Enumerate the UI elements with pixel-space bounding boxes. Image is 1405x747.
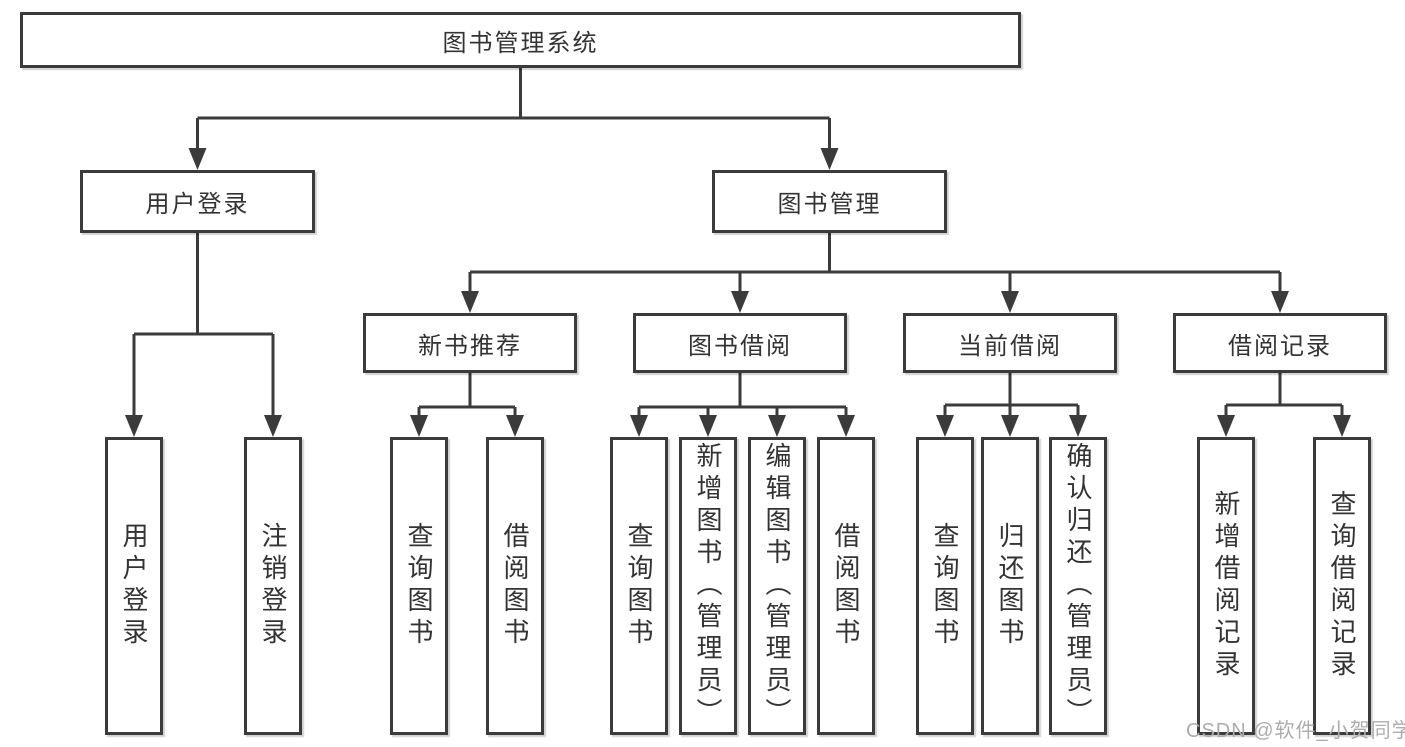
leaf-logout: 注销登录: [244, 437, 302, 735]
csdn-watermark: CSDN @软件_小贺同学: [1186, 720, 1405, 742]
arrowhead-icon: [820, 148, 839, 170]
leaf-nb-borrow-books: 借阅图书: [486, 437, 544, 735]
arrowhead-icon: [630, 415, 648, 437]
node-book-management: 图书管理: [712, 170, 947, 233]
leaf-cb-confirm-return-admin: 确认归还（管理员）: [1049, 437, 1107, 735]
arrowhead-icon: [1271, 291, 1289, 313]
connector-root-to-level2: [196, 68, 831, 150]
arrowhead-icon: [506, 415, 524, 437]
node-root: 图书管理系统: [20, 12, 1021, 68]
connector-current-borrow-to-leaves: [943, 373, 1080, 417]
arrowhead-icon: [837, 415, 855, 437]
arrowhead-icon: [1001, 415, 1019, 437]
leaf-br-query-record: 查询借阅记录: [1313, 437, 1371, 735]
arrowhead-icon: [125, 415, 143, 437]
arrowhead-icon: [936, 415, 954, 437]
arrowhead-icon: [1001, 291, 1019, 313]
node-book-borrowing: 图书借阅: [633, 313, 847, 373]
leaf-bb-add-books-admin: 新增图书（管理员）: [679, 437, 737, 735]
arrowhead-icon: [410, 415, 428, 437]
node-user-login: 用户登录: [80, 170, 315, 233]
node-current-borrowing: 当前借阅: [903, 313, 1117, 373]
connector-borrow-records-to-leaves: [1224, 373, 1344, 417]
connector-user-login-to-leaves: [132, 233, 275, 417]
arrowhead-icon: [188, 148, 207, 170]
leaf-bb-edit-books-admin: 编辑图书（管理员）: [748, 437, 806, 735]
arrowhead-icon: [1069, 415, 1087, 437]
node-borrowing-records: 借阅记录: [1173, 313, 1387, 373]
leaf-cb-query-books: 查询图书: [916, 437, 974, 735]
arrowhead-icon: [1217, 415, 1235, 437]
leaf-br-add-record: 新增借阅记录: [1197, 437, 1255, 735]
arrowhead-icon: [731, 291, 749, 313]
leaf-cb-return-books: 归还图书: [981, 437, 1039, 735]
connector-book-management-to-level3: [468, 233, 1282, 293]
arrowhead-icon: [1333, 415, 1351, 437]
connector-new-books-to-leaves: [417, 373, 517, 417]
arrowhead-icon: [699, 415, 717, 437]
leaf-bb-borrow-books: 借阅图书: [817, 437, 875, 735]
node-new-book-recommend: 新书推荐: [363, 313, 577, 373]
leaf-nb-query-books: 查询图书: [390, 437, 448, 735]
arrowhead-icon: [264, 415, 282, 437]
leaf-bb-query-books: 查询图书: [610, 437, 668, 735]
arrowhead-icon: [461, 291, 479, 313]
arrowhead-icon: [768, 415, 786, 437]
leaf-user-login: 用户登录: [105, 437, 163, 735]
connector-book-borrow-to-leaves: [637, 373, 848, 417]
